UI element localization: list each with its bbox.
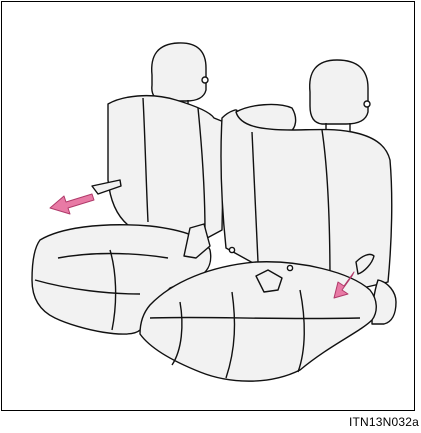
left-headrest xyxy=(152,43,206,101)
right-headrest xyxy=(310,60,368,124)
left-seatback xyxy=(108,96,224,244)
figure-code: ITN13N032a xyxy=(349,415,419,429)
arrow-left-down-icon xyxy=(50,194,94,214)
